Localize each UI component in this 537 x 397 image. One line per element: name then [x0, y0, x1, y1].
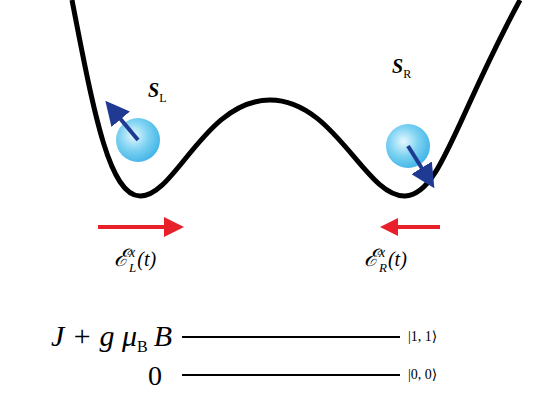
left-spin-arrow	[113, 110, 138, 140]
label-text: L	[129, 261, 136, 275]
energy-label: J + g μBB	[51, 321, 172, 355]
energy-label: 0	[148, 362, 162, 390]
label-text: J + g μ	[51, 319, 137, 352]
potential-curve	[72, 0, 520, 196]
label-text: S	[148, 79, 159, 101]
upper-energy-level	[182, 336, 400, 338]
label-text: L	[159, 91, 166, 105]
label-text: ℰ	[364, 245, 378, 271]
label-text: B	[154, 319, 172, 352]
label-text: x	[379, 246, 387, 261]
script-stack: xL	[129, 246, 136, 274]
field-label: ℰxL(t)	[114, 246, 156, 275]
label-text: (t)	[388, 248, 407, 270]
label-text: |1, 1⟩	[408, 329, 437, 344]
label-text: B	[137, 338, 148, 355]
label-text: S	[392, 55, 403, 77]
label-text: ℰ	[114, 245, 128, 271]
right-spin-arrow	[408, 146, 428, 178]
right-field-arrow	[380, 218, 440, 236]
spin-label: SL	[148, 80, 166, 104]
script-stack: xR	[379, 246, 387, 274]
state-ket: |0, 0⟩	[408, 368, 437, 382]
label-text: (t)	[137, 248, 156, 270]
label-text: |0, 0⟩	[408, 367, 437, 382]
field-label: ℰxR(t)	[364, 246, 407, 275]
left-field-arrow	[98, 217, 184, 237]
label-text: R	[379, 261, 387, 275]
state-ket: |1, 1⟩	[408, 330, 437, 344]
spin-label: SR	[392, 56, 411, 80]
label-text: R	[403, 67, 411, 81]
lower-energy-level	[182, 374, 400, 376]
label-text: 0	[148, 360, 162, 391]
label-text: x	[129, 246, 136, 261]
